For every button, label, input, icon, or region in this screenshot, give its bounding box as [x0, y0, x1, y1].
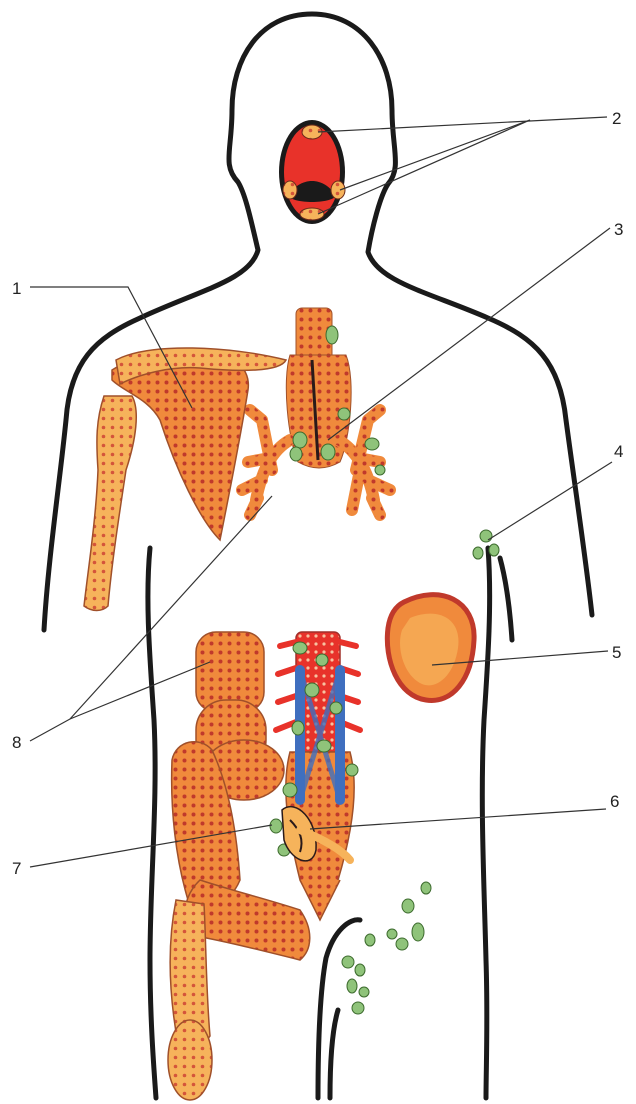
- label-5: 5: [612, 643, 621, 662]
- inguinal-lymph-nodes: [342, 882, 431, 1014]
- label-2: 2: [612, 109, 621, 128]
- label-3: 3: [614, 220, 623, 239]
- spine-and-pelvis: [276, 632, 360, 920]
- leader-line-2b: [340, 120, 530, 190]
- body-outline-right: [312, 14, 592, 615]
- leader-line-4: [488, 462, 612, 540]
- label-7: 7: [12, 859, 21, 878]
- thymus-and-bronchi: [242, 308, 390, 515]
- label-6: 6: [610, 792, 619, 811]
- body-outline-left: [44, 14, 312, 630]
- spleen: [387, 595, 474, 701]
- label-8: 8: [12, 733, 21, 752]
- leader-line-6: [310, 809, 606, 829]
- label-4: 4: [614, 442, 623, 461]
- leader-line-8a: [30, 662, 210, 741]
- left-torso-line: [148, 548, 156, 1098]
- tonsils: [279, 120, 345, 224]
- leader-line-2c: [318, 120, 530, 214]
- inner-leg-line: [330, 1010, 338, 1098]
- right-torso-line: [482, 548, 489, 1098]
- right-arm-line: [500, 558, 512, 640]
- label-1: 1: [12, 279, 21, 298]
- leader-line-2a: [318, 117, 607, 132]
- colon: [168, 632, 310, 1100]
